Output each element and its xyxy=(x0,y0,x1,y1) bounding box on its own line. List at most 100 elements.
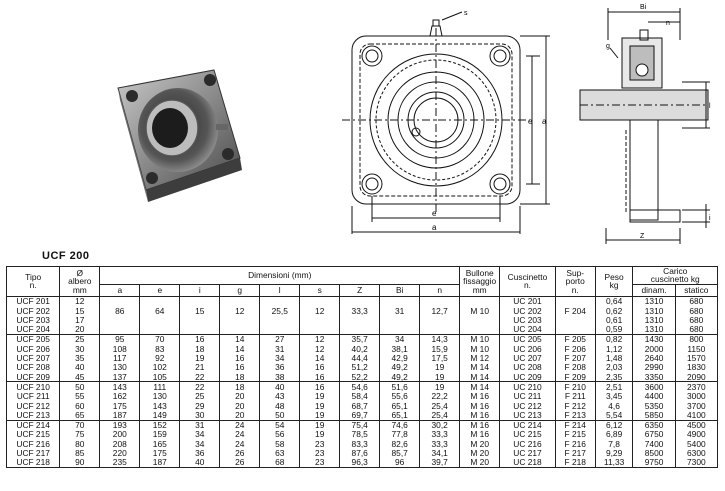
table-cell: 0,62 xyxy=(594,306,634,316)
header-albero-label: albero xyxy=(68,276,92,287)
table-cell: 52,2 xyxy=(339,372,381,382)
table-cell: F 209 xyxy=(554,372,596,382)
table-cell xyxy=(139,295,181,307)
table-cell: 24 xyxy=(219,429,261,440)
table-cell: 5400 xyxy=(674,439,719,449)
table-cell: 1570 xyxy=(674,353,719,363)
label-s: s xyxy=(464,10,468,17)
table-cell: 70 xyxy=(139,334,181,345)
table-cell: UCF 211 xyxy=(5,391,61,402)
table-cell: 20 xyxy=(219,391,261,402)
header-albero: Ø albero mm xyxy=(59,266,101,297)
table-cell: 25 xyxy=(59,334,101,345)
table-cell: 143 xyxy=(139,401,181,411)
table-cell: M 14 xyxy=(459,372,501,382)
table-cell: 235 xyxy=(99,457,141,469)
table-cell: 4900 xyxy=(674,429,719,440)
table-cell: 78,5 xyxy=(339,429,381,440)
header-bullone: Bullone fissaggio mm xyxy=(459,266,501,297)
table-cell: 19 xyxy=(299,429,341,440)
table-cell: F 211 xyxy=(554,391,596,402)
table-cell: 49,2 xyxy=(379,362,421,373)
table-cell: M 10 xyxy=(459,344,501,354)
table-cell: UC 204 xyxy=(499,324,556,335)
table-cell: 16 xyxy=(179,334,221,345)
table-cell xyxy=(139,315,181,325)
table-cell: UCF 214 xyxy=(5,419,61,430)
table-cell: F 216 xyxy=(554,439,596,449)
front-view-drawing: s e a e a xyxy=(342,10,550,234)
table-cell: UC 211 xyxy=(499,391,556,402)
table-cell: UCF 201 xyxy=(5,295,61,307)
table-cell: 162 xyxy=(99,391,141,402)
header-peso-label: Peso xyxy=(604,272,624,282)
label-i: i xyxy=(709,215,711,222)
table-cell: 12 xyxy=(59,295,101,307)
table-cell: M 12 xyxy=(459,353,501,363)
table-cell: 6750 xyxy=(632,429,676,440)
table-cell: UCF 207 xyxy=(5,353,61,363)
table-cell: 3,45 xyxy=(594,391,634,402)
header-peso: Peso kg xyxy=(594,266,634,297)
label-a-bottom: a xyxy=(432,223,437,232)
table-cell xyxy=(459,324,501,335)
table-cell: 19 xyxy=(419,362,461,373)
table-cell: 22,2 xyxy=(419,391,461,402)
spec-table: Tipo n. Ø albero mm Dimensioni (mm) Bull… xyxy=(5,266,719,469)
table-cell: 18 xyxy=(219,372,261,382)
table-cell: M 16 xyxy=(459,410,501,421)
table-cell: 1310 xyxy=(632,324,676,335)
table-cell: 23 xyxy=(299,457,341,469)
table-cell: F 204 xyxy=(554,306,596,316)
table-cell: 3350 xyxy=(632,372,676,382)
table-cell: 12 xyxy=(299,306,341,316)
header-dim-g: g xyxy=(219,283,261,297)
table-cell: 16 xyxy=(219,362,261,373)
header-cuscinetto: Cuscinetto n. xyxy=(499,266,556,297)
table-cell: 4,6 xyxy=(594,401,634,411)
table-cell: UC 215 xyxy=(499,429,556,440)
table-cell xyxy=(299,324,341,335)
table-cell: F 217 xyxy=(554,448,596,458)
table-cell: 75 xyxy=(59,429,101,440)
label-Z: Z xyxy=(640,233,645,240)
table-cell: 1310 xyxy=(632,295,676,307)
table-cell: 69,7 xyxy=(339,410,381,421)
table-cell: 130 xyxy=(139,391,181,402)
table-cell xyxy=(339,295,381,307)
table-cell: 34 xyxy=(179,429,221,440)
table-cell: 1150 xyxy=(674,344,719,354)
table-cell xyxy=(379,315,421,325)
table-cell: 68 xyxy=(259,457,301,469)
table-cell: UCF 212 xyxy=(5,401,61,411)
table-cell: 5350 xyxy=(632,401,676,411)
header-carico-1: Carico xyxy=(663,266,688,276)
table-cell: 33,3 xyxy=(419,429,461,440)
header-peso-unit: kg xyxy=(609,280,619,291)
table-cell: 680 xyxy=(674,315,719,325)
table-cell: 19 xyxy=(299,410,341,421)
table-cell: 15 xyxy=(59,306,101,316)
table-cell: 25,4 xyxy=(419,401,461,411)
table-cell: 39,7 xyxy=(419,457,461,469)
label-e-bottom: e xyxy=(432,209,437,218)
table-cell: 20 xyxy=(59,324,101,335)
table-cell: F 205 xyxy=(554,334,596,345)
table-cell: F 214 xyxy=(554,419,596,430)
table-cell: 14 xyxy=(219,334,261,345)
table-cell: F 210 xyxy=(554,381,596,392)
table-cell: 21 xyxy=(179,362,221,373)
table-cell: 6,89 xyxy=(594,429,634,440)
table-cell: UCF 216 xyxy=(5,439,61,449)
table-cell: 51,2 xyxy=(339,362,381,373)
table-cell: 20 xyxy=(219,401,261,411)
label-a-right: a xyxy=(542,117,547,126)
table-cell: UCF 205 xyxy=(5,334,61,345)
